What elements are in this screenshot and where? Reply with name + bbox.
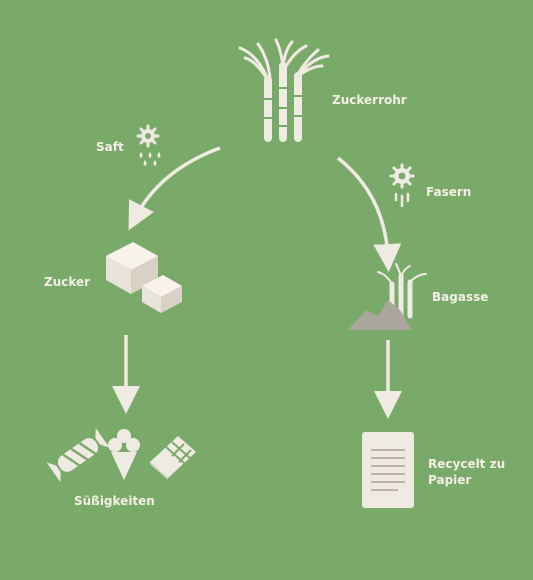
chocolate-icon bbox=[150, 436, 196, 480]
gear-droplets-icon bbox=[136, 124, 161, 166]
paper-label-line2: Papier bbox=[428, 473, 472, 487]
bagasse-label: Bagasse bbox=[432, 290, 489, 304]
fibers-label: Fasern bbox=[426, 185, 472, 199]
juice-label: Saft bbox=[96, 140, 124, 154]
sugar-cubes-icon bbox=[106, 242, 182, 313]
gear-fibers-icon bbox=[389, 163, 415, 208]
sugarcane-label: Zuckerrohr bbox=[332, 93, 407, 107]
ice-cream-icon bbox=[108, 429, 140, 480]
bagasse-pile-icon bbox=[348, 263, 427, 330]
arrow-sugarcane-to-sugar bbox=[128, 146, 221, 231]
arrow-sugarcane-to-bagasse bbox=[336, 156, 402, 272]
paper-sheet-icon bbox=[362, 432, 414, 508]
sugar-label: Zucker bbox=[44, 275, 91, 289]
candy-icon bbox=[46, 427, 110, 483]
sweets-label: Süßigkeiten bbox=[74, 494, 155, 508]
paper-label-line1: Recycelt zu bbox=[428, 457, 506, 471]
sugarcane-icon bbox=[238, 38, 330, 142]
